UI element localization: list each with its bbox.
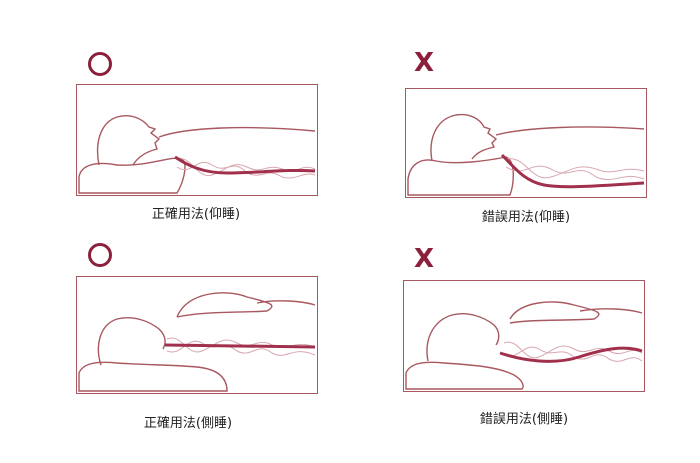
illustration-correct-supine xyxy=(78,115,316,194)
caption-correct-side: 正確用法(側睡) xyxy=(143,416,233,431)
caption-correct-supine: 正確用法(仰睡) xyxy=(151,207,241,222)
frame-wrong-supine xyxy=(405,88,647,198)
illustration-wrong-supine xyxy=(407,113,645,196)
illustration-wrong-side xyxy=(405,301,643,390)
mark-wrong-supine: X xyxy=(414,48,435,78)
frame-correct-side xyxy=(76,276,318,394)
frame-correct-supine xyxy=(76,84,318,196)
frame-wrong-side xyxy=(403,280,645,392)
mark-wrong-side: X xyxy=(414,244,435,274)
caption-wrong-side: 錯誤用法(側睡) xyxy=(479,412,569,427)
caption-wrong-supine: 錯誤用法(仰睡) xyxy=(481,210,571,225)
illustration-correct-side xyxy=(78,292,316,392)
mark-correct-side xyxy=(88,243,112,267)
mark-correct-supine xyxy=(88,52,112,76)
